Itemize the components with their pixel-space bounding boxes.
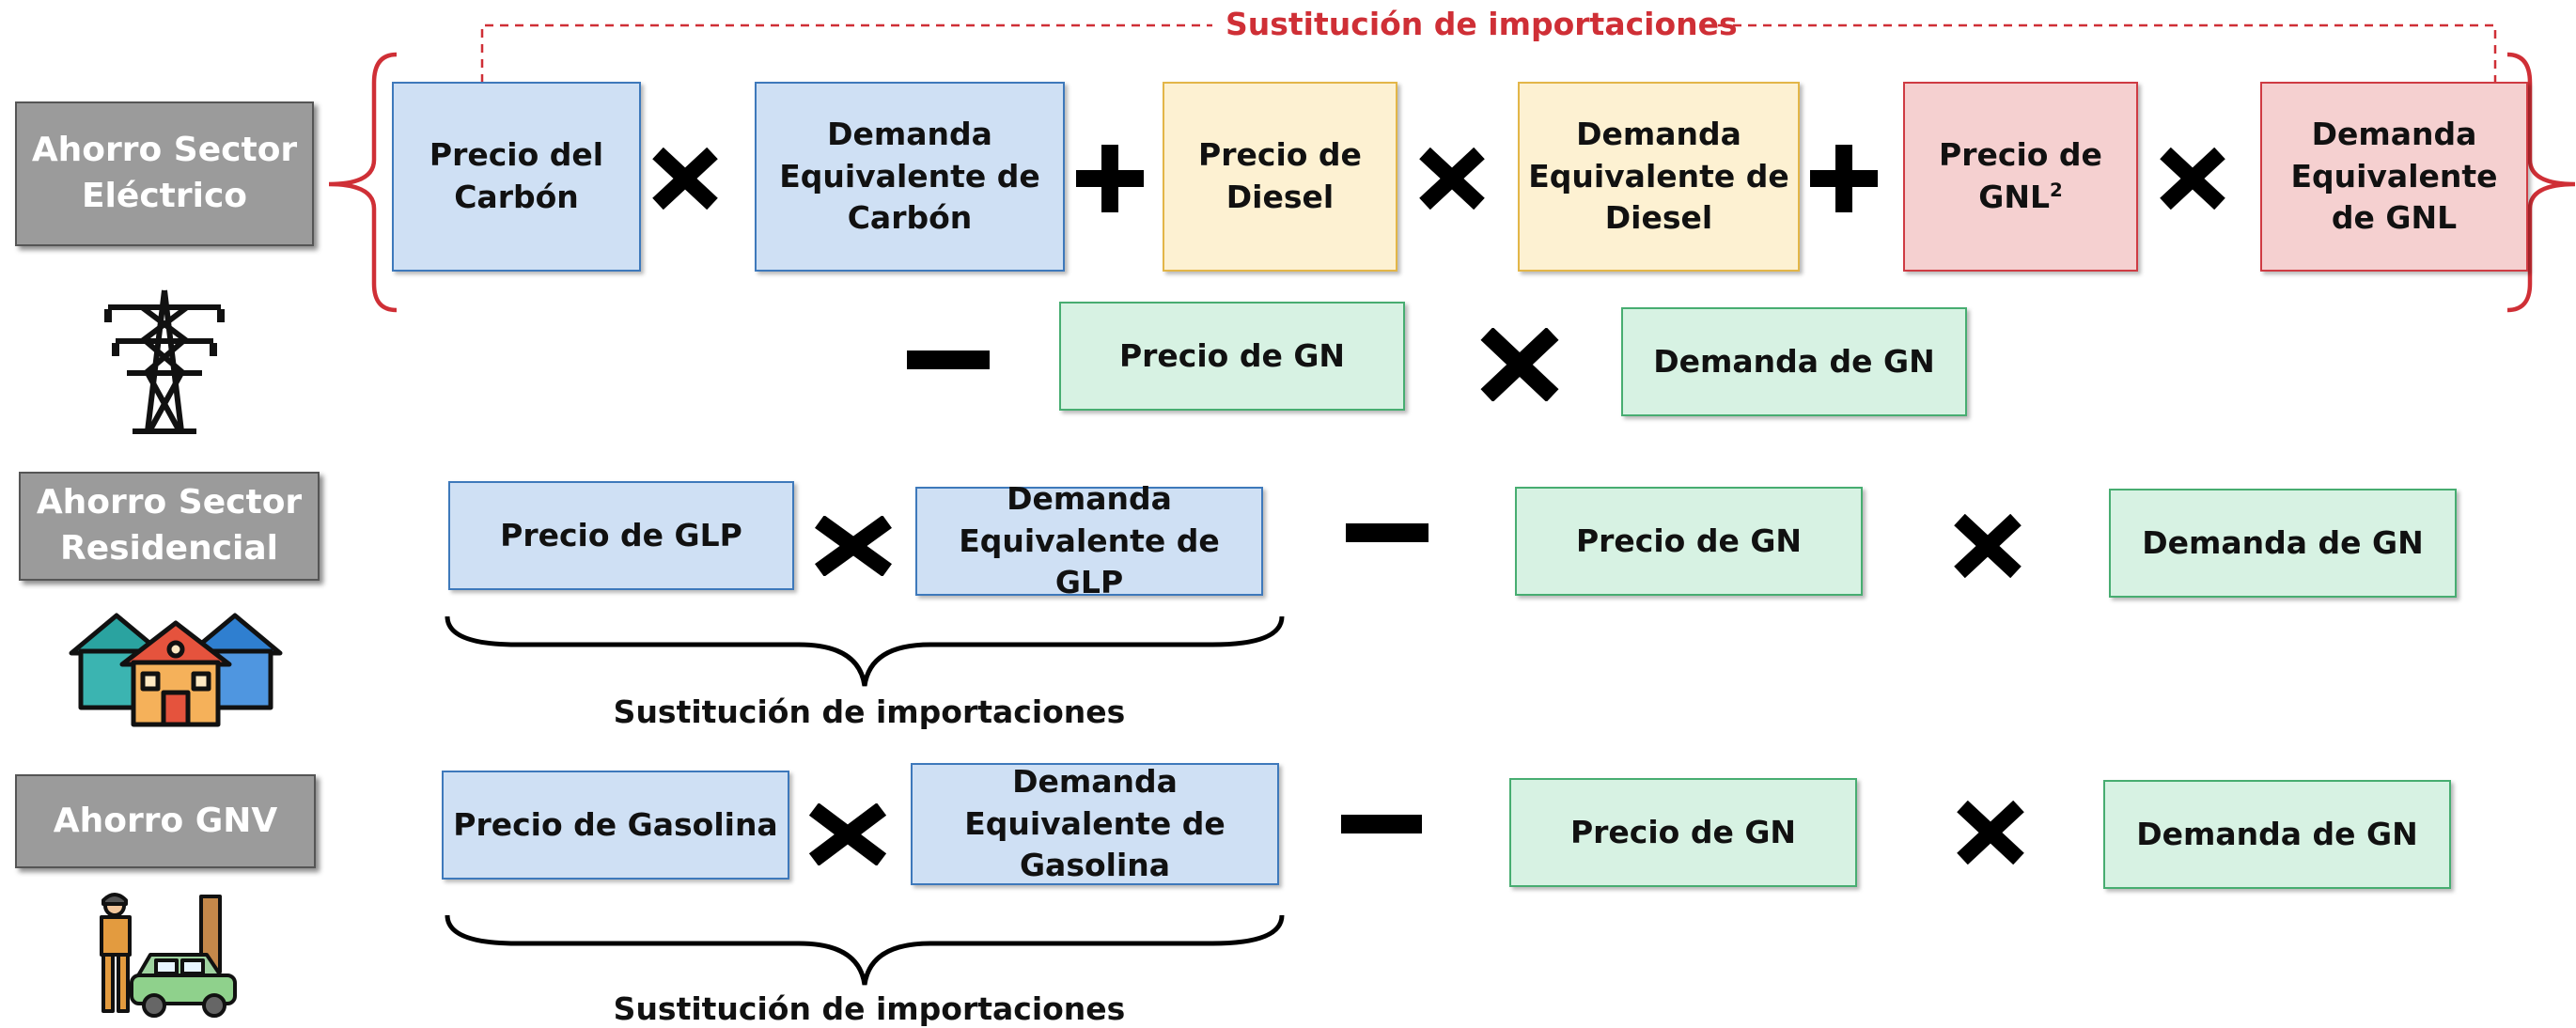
curly-brace	[445, 914, 1285, 986]
gn-price-box: Precio de GN	[1509, 778, 1857, 887]
times-operator	[1950, 512, 2025, 580]
gn-price-box: Precio de GN	[1515, 487, 1863, 596]
import-substitution-caption: Sustitución de importaciones	[1212, 6, 1738, 42]
label-line-1: Ahorro Sector	[31, 131, 298, 170]
gn-demand-box: Demanda de GN	[1621, 307, 1967, 416]
gn-price-box: Precio de GN	[1059, 302, 1405, 411]
label-sector-electrico: Ahorro Sector Eléctrico	[15, 101, 314, 246]
label-ahorro-gnv: Ahorro GNV	[15, 774, 316, 868]
gn-demand-box: Demanda de GN	[2109, 489, 2457, 598]
times-operator	[810, 513, 897, 579]
gas-station-car-icon	[100, 893, 237, 1018]
brace-caption: Sustitución de importaciones	[613, 990, 1126, 1027]
left-curly-brace	[328, 52, 398, 313]
label-line-1: Ahorro Sector	[36, 483, 303, 522]
power-tower-icon	[104, 289, 225, 434]
label-line-2: Residencial	[59, 529, 279, 568]
gnl-text: GNL	[1978, 179, 2050, 215]
gasoline-price-box: Precio de Gasolina	[442, 771, 789, 880]
right-curly-brace	[2506, 52, 2576, 313]
minus-operator	[1346, 522, 1429, 543]
import-substitution-bracket	[328, 23, 2576, 313]
glp-price-box: Precio de GLP	[448, 481, 794, 590]
label-line-2: Eléctrico	[81, 177, 248, 215]
curly-brace	[445, 615, 1285, 687]
houses-icon	[69, 613, 283, 727]
brace-caption: Sustitución de importaciones	[613, 693, 1126, 730]
times-operator	[804, 801, 891, 868]
footnote-2: 2	[2049, 179, 2063, 201]
gnl-price-box: Precio de GNL2	[1903, 82, 2138, 272]
times-operator	[646, 146, 725, 211]
times-operator	[1475, 327, 1564, 402]
minus-operator	[1341, 814, 1422, 834]
gn-demand-box: Demanda de GN	[2103, 780, 2451, 889]
minus-operator	[907, 350, 990, 370]
plus-operator	[1808, 143, 1880, 214]
label-sector-residencial: Ahorro Sector Residencial	[19, 472, 320, 581]
times-operator	[1413, 146, 1491, 211]
plus-operator	[1074, 143, 1146, 214]
times-operator	[1953, 799, 2028, 866]
times-operator	[2153, 146, 2232, 211]
